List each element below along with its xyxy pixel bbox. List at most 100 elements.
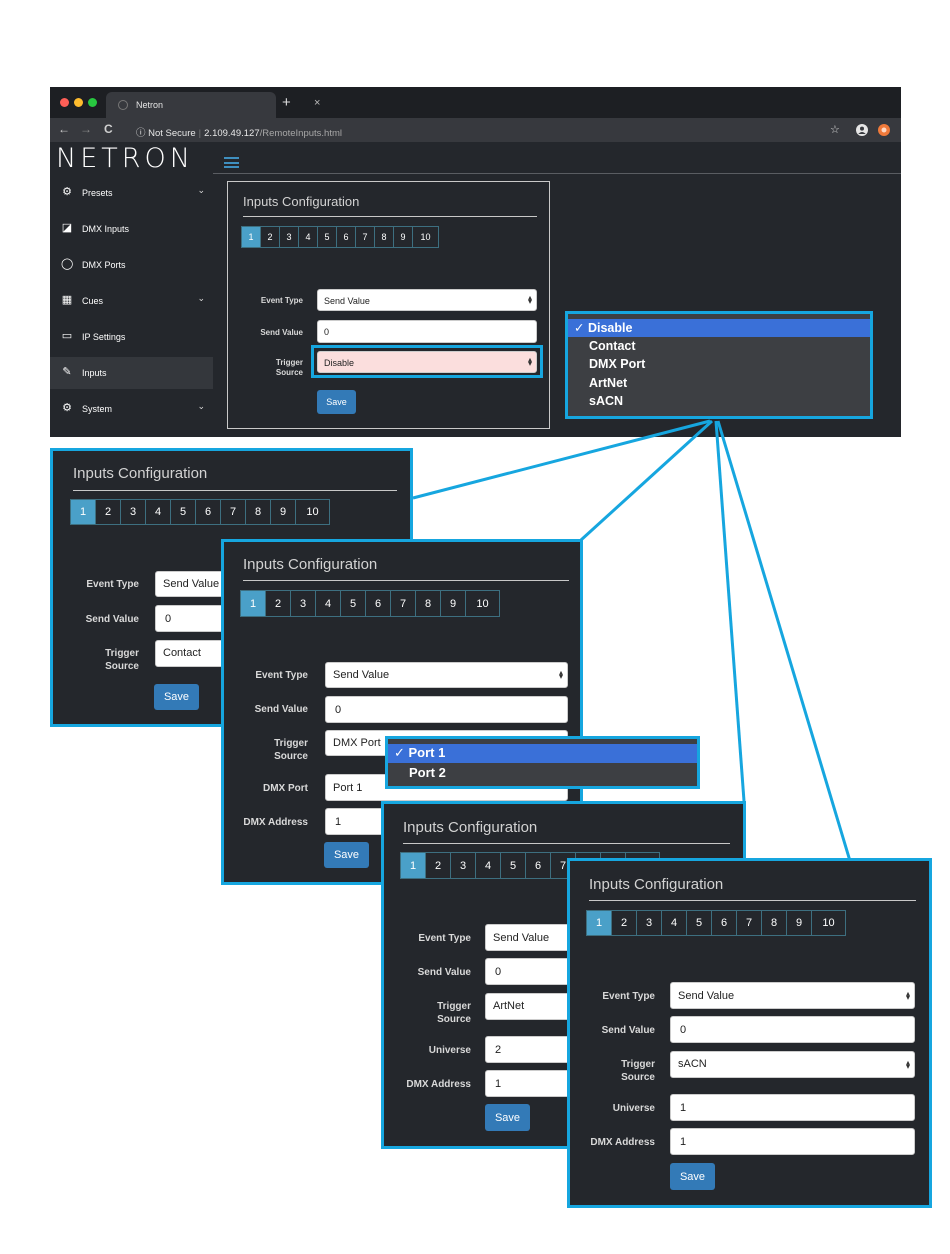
maximize-window-dot[interactable] (88, 98, 97, 107)
bookmark-star-icon[interactable]: ☆ (830, 124, 840, 136)
send-value-text: 0 (335, 704, 342, 716)
option-port-2[interactable]: Port 2 (409, 765, 446, 780)
sidebar-item-presets[interactable]: ⚙ Presets ⌄ (50, 177, 213, 209)
new-tab-icon[interactable]: + (282, 94, 291, 111)
page-1-button[interactable]: 1 (401, 853, 426, 878)
page-3-button[interactable]: 3 (291, 591, 316, 616)
page-9-button[interactable]: 9 (441, 591, 466, 616)
profile-icon[interactable] (856, 124, 868, 136)
page-4-button[interactable]: 4 (316, 591, 341, 616)
universe-input[interactable]: 1 (670, 1094, 915, 1121)
page-2-button[interactable]: 2 (96, 500, 121, 524)
page-1-button[interactable]: 1 (587, 911, 612, 935)
sidebar-item-label: IP Settings (82, 332, 126, 342)
page-3-button[interactable]: 3 (280, 227, 299, 247)
page-3-button[interactable]: 3 (451, 853, 476, 878)
page-10-button[interactable]: 10 (822, 917, 835, 929)
save-button[interactable]: Save (324, 842, 369, 868)
page-6-button[interactable]: 6 (196, 500, 221, 524)
reload-icon[interactable]: C (104, 122, 113, 136)
sidebar-item-system[interactable]: ⚙ System ⌄ (50, 393, 213, 425)
option-port-1[interactable]: ✓ Port 1 (388, 744, 697, 763)
page-7-button[interactable]: 7 (356, 227, 375, 247)
page-5-button[interactable]: 5 (341, 591, 366, 616)
page-4-button[interactable]: 4 (476, 853, 501, 878)
page-6-button[interactable]: 6 (337, 227, 356, 247)
send-value-input[interactable]: 0 (325, 696, 568, 723)
page-10-button[interactable]: 10 (306, 506, 319, 518)
option-dmx-port[interactable]: DMX Port (589, 357, 646, 371)
dmx-address-input[interactable]: 1 (670, 1128, 915, 1155)
sidebar-item-ip-settings[interactable]: ▭ IP Settings (50, 321, 213, 353)
save-button[interactable]: Save (317, 390, 356, 414)
browser-tab[interactable]: . Netron × (106, 92, 320, 118)
send-value-input[interactable]: 0 (317, 320, 537, 343)
page-8-button[interactable]: 8 (762, 911, 787, 935)
event-type-select[interactable]: Send Value ▴▾ (317, 289, 537, 311)
hamburger-menu-icon[interactable] (224, 157, 239, 168)
page-8-button[interactable]: 8 (375, 227, 394, 247)
extension-icon[interactable] (878, 124, 890, 136)
page-7-button[interactable]: 7 (737, 911, 762, 935)
option-sacn[interactable]: sACN (589, 394, 624, 408)
page-3-button[interactable]: 3 (637, 911, 662, 935)
option-artnet[interactable]: ArtNet (589, 376, 628, 390)
page-9-button[interactable]: 9 (787, 911, 812, 935)
event-type-select[interactable]: Send Value ▴▾ (325, 662, 568, 688)
page-4-button[interactable]: 4 (299, 227, 318, 247)
page-1-button[interactable]: 1 (71, 500, 96, 524)
page-8-button[interactable]: 8 (416, 591, 441, 616)
page-10-button[interactable]: 10 (420, 232, 431, 242)
back-arrow-icon[interactable]: ← (58, 122, 70, 136)
page-5-button[interactable]: 5 (171, 500, 196, 524)
option-disable[interactable]: ✓ Disable (568, 319, 870, 337)
page-7-button[interactable]: 7 (391, 591, 416, 616)
send-value-label: Send Value (254, 704, 308, 715)
sidebar-item-dmx-ports[interactable]: ◯ DMX Ports (50, 249, 213, 281)
tab-bar: . Netron × + (50, 87, 901, 118)
send-value-input[interactable]: 0 (670, 1016, 915, 1043)
page-9-button[interactable]: 9 (271, 500, 296, 524)
page-6-button[interactable]: 6 (366, 591, 391, 616)
panel-title: Inputs Configuration (403, 819, 538, 836)
sidebar-item-label: DMX Inputs (82, 224, 130, 234)
sidebar-item-dmx-inputs[interactable]: ◪ DMX Inputs (50, 213, 213, 245)
page-2-button[interactable]: 2 (426, 853, 451, 878)
page-4-button[interactable]: 4 (146, 500, 171, 524)
page-6-button[interactable]: 6 (526, 853, 551, 878)
event-type-value: Send Value (493, 932, 550, 944)
page-2-button[interactable]: 2 (612, 911, 637, 935)
page-9-button[interactable]: 9 (394, 227, 413, 247)
trigger-source-select[interactable]: sACN ▴▾ (670, 1051, 915, 1078)
page-2-button[interactable]: 2 (266, 591, 291, 616)
dmx-address-text: 1 (335, 816, 342, 828)
save-button[interactable]: Save (670, 1163, 715, 1190)
url-field[interactable]: ⓘ Not Secure|2.109.49.127/RemoteInputs.h… (136, 125, 342, 139)
page-8-button[interactable]: 8 (246, 500, 271, 524)
option-contact[interactable]: Contact (589, 339, 636, 353)
save-button[interactable]: Save (154, 684, 199, 710)
security-label: ⓘ Not Secure (136, 128, 196, 139)
close-window-dot[interactable] (60, 98, 69, 107)
page-7-button[interactable]: 7 (221, 500, 246, 524)
page-5-button[interactable]: 5 (501, 853, 526, 878)
page-2-button[interactable]: 2 (261, 227, 280, 247)
page-1-button[interactable]: 1 (242, 227, 261, 247)
page-3-button[interactable]: 3 (121, 500, 146, 524)
sidebar-item-cues[interactable]: ▦ Cues ⌄ (50, 285, 213, 317)
page-5-button[interactable]: 5 (318, 227, 337, 247)
page-5-button[interactable]: 5 (687, 911, 712, 935)
save-button[interactable]: Save (485, 1104, 530, 1131)
trigger-source-select[interactable]: Disable ▴▾ (317, 351, 537, 373)
event-type-select[interactable]: Send Value ▴▾ (670, 982, 915, 1009)
sidebar-item-label: Presets (82, 188, 113, 198)
gear-icon: ⚙ (62, 402, 72, 414)
page-10-button[interactable]: 10 (476, 597, 489, 610)
page-6-button[interactable]: 6 (712, 911, 737, 935)
forward-arrow-icon[interactable]: → (80, 122, 92, 136)
tab-close-icon[interactable]: × (314, 97, 321, 109)
page-1-button[interactable]: 1 (241, 591, 266, 616)
page-4-button[interactable]: 4 (662, 911, 687, 935)
minimize-window-dot[interactable] (74, 98, 83, 107)
sidebar-item-inputs[interactable]: ✎ Inputs (50, 357, 213, 389)
